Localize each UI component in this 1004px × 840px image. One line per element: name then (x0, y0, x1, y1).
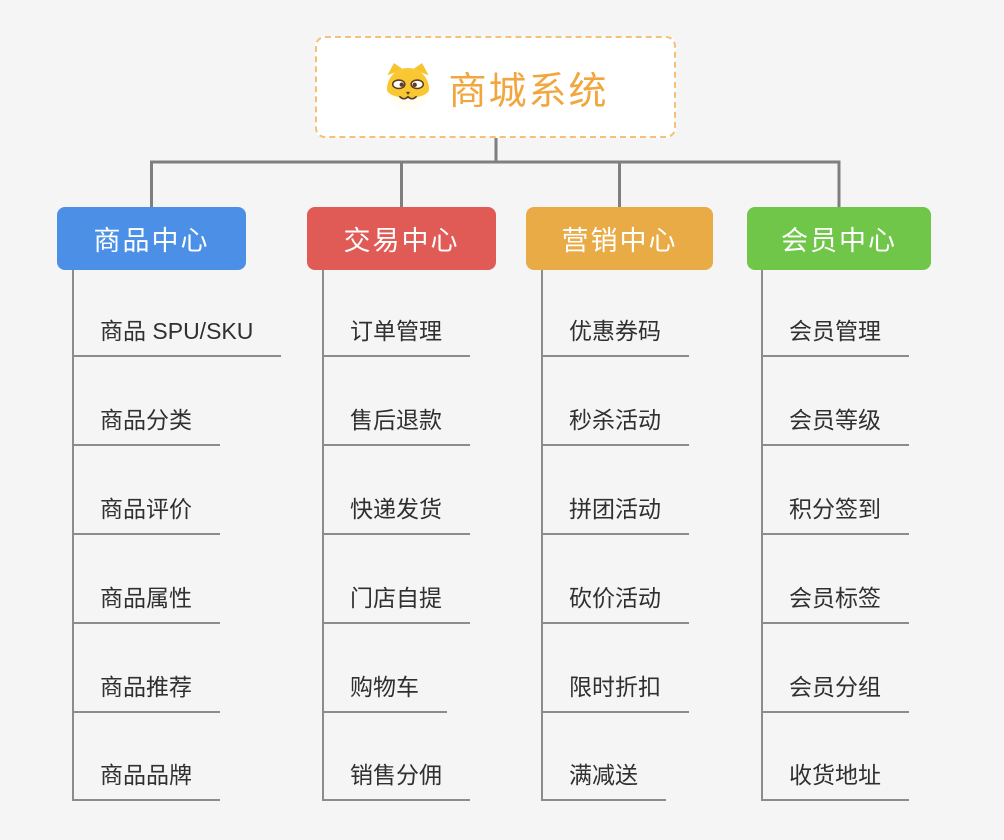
child-topic[interactable]: 商品分类 (72, 404, 220, 446)
child-topic[interactable]: 售后退款 (322, 404, 470, 446)
child-topic[interactable]: 商品品牌 (72, 759, 220, 801)
branch-box-1[interactable]: 交易中心 (307, 207, 496, 270)
root-label: 商城系统 (448, 70, 609, 113)
child-topic[interactable]: 订单管理 (322, 315, 470, 357)
branch-box-0[interactable]: 商品中心 (57, 207, 246, 270)
child-topic[interactable]: 优惠券码 (541, 315, 689, 357)
child-topic[interactable]: 门店自提 (322, 582, 470, 624)
branch-box-2[interactable]: 营销中心 (526, 207, 713, 270)
dog-face-icon (387, 63, 430, 111)
child-topic[interactable]: 收货地址 (761, 759, 909, 801)
branch-vline-3 (761, 270, 763, 801)
child-topic[interactable]: 砍价活动 (541, 582, 689, 624)
branch-vline-1 (322, 270, 324, 801)
branch-box-3[interactable]: 会员中心 (747, 207, 931, 270)
child-topic[interactable]: 快递发货 (322, 493, 470, 535)
branch-vline-0 (72, 270, 74, 801)
child-topic[interactable]: 商品评价 (72, 493, 220, 535)
child-topic[interactable]: 会员标签 (761, 582, 909, 624)
child-topic[interactable]: 满减送 (541, 759, 666, 801)
child-topic[interactable]: 积分签到 (761, 493, 909, 535)
child-topic[interactable]: 商品推荐 (72, 671, 220, 713)
child-topic[interactable]: 商品 SPU/SKU (72, 315, 282, 357)
child-topic[interactable]: 秒杀活动 (541, 404, 689, 446)
child-topic[interactable]: 拼团活动 (541, 493, 689, 535)
branch-vline-2 (541, 270, 543, 801)
child-topic[interactable]: 会员分组 (761, 671, 909, 713)
child-topic[interactable]: 限时折扣 (541, 671, 689, 713)
child-topic[interactable]: 商品属性 (72, 582, 220, 624)
child-topic[interactable]: 会员管理 (761, 315, 909, 357)
child-topic[interactable]: 销售分佣 (322, 759, 470, 801)
root-node[interactable]: 商城系统 (315, 36, 676, 138)
child-topic[interactable]: 会员等级 (761, 404, 909, 446)
child-topic[interactable]: 购物车 (322, 671, 447, 713)
